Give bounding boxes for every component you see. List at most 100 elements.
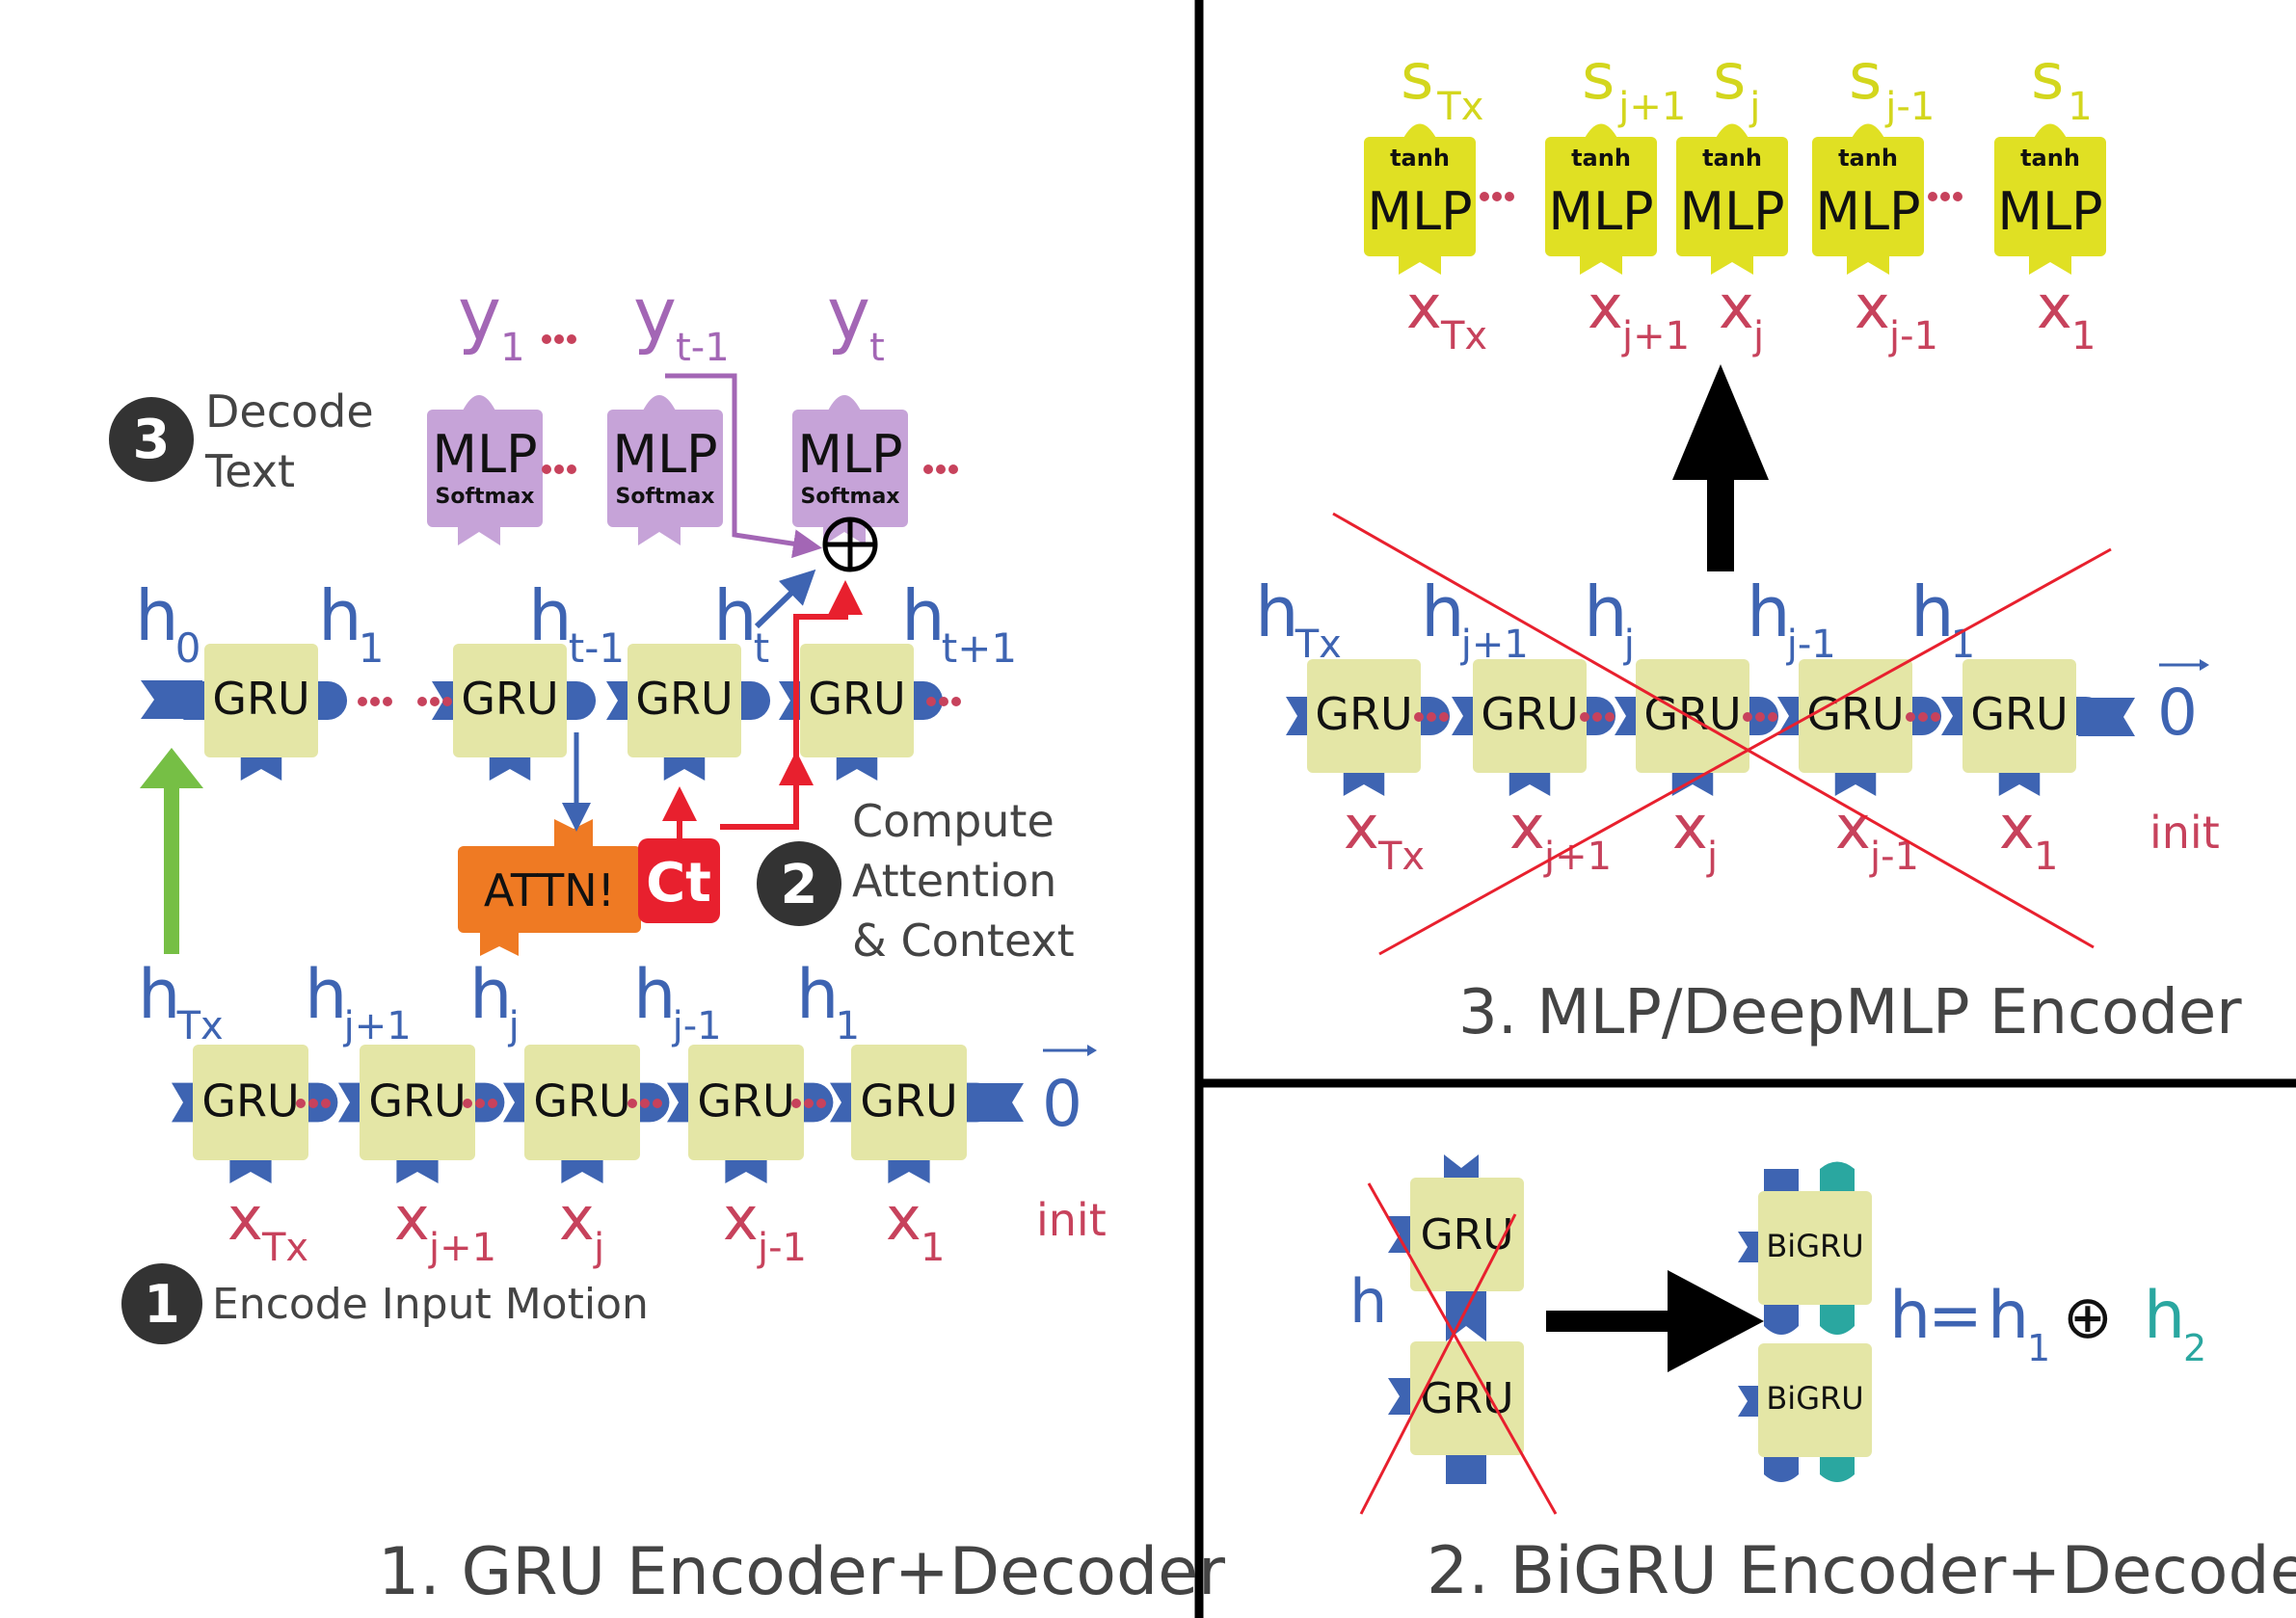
mlp-enc-x-label-1-base: x [1344,792,1379,862]
bigru-top: BiGRU [1738,1161,1872,1305]
y-label-3-base: y [827,271,870,357]
enc-x-label-1-sub: Tx [261,1226,308,1270]
s-label-1-sub: Tx [1436,85,1483,129]
s-label-2-base: s [1582,40,1615,114]
s-label-5-sub: 1 [2068,85,2092,129]
bigru-bwd-connector [1820,1305,1855,1335]
enc-x-label-5-base: x [886,1183,921,1254]
y-dots [542,334,576,344]
enc-x-label-4-base: x [723,1183,759,1254]
step-2-label-line3: & Context [852,915,1075,967]
step-1-badge [121,1263,202,1344]
mlp-enc-h-label-2: hj+1 [1421,571,1529,667]
mlp-enc-x-label-5-sub: 1 [2034,835,2058,879]
enc-gru-2-label: GRU [368,1074,466,1127]
enc-h-label-2: hj+1 [305,955,412,1048]
s-label-4-base: s [1849,40,1882,114]
mlp-enc-dots-2 [1580,712,1615,722]
attn-bottom-tab [480,933,519,956]
dec-mlp-label-2: MLP [612,424,717,485]
mlp-enc-x-label-3-base: x [1672,792,1708,862]
to-bigru-arrow [1546,1311,1681,1332]
context-to-concat-arrow [793,580,863,756]
dec-gru-3-label: GRU [635,673,733,725]
mlp-enc-gru-2-label: GRU [1481,688,1578,740]
step-3-badge [109,397,194,482]
panel-3-title: 3. MLP/DeepMLP Encoder [1458,977,2242,1048]
mlp-enc-h-label-4-sub: j-1 [1786,623,1836,667]
mlp-enc-h-label-1-sub: Tx [1295,623,1342,667]
mlp-enc-h-label-1-base: h [1255,571,1299,652]
s-label-3-sub: j [1749,85,1760,129]
cross-out-line-2 [1378,547,2112,956]
dec-softmax-label-1: Softmax [435,485,534,509]
dec-h-label-1: h1 [318,575,384,672]
mlp-enc-gru-5-label: GRU [1970,688,2068,740]
stacked-gru-top-label: GRU [1421,1210,1514,1260]
tanh-mlp-label-5: MLP [1997,181,2102,242]
eq-equals: = [1928,1278,1983,1354]
tanh-label-2: tanh [1571,145,1631,172]
mlp-enc-h-label-2-sub: j+1 [1460,623,1529,667]
dec-gru-1: GRU [183,644,348,781]
mlp-x-label-1-base: x [1406,272,1442,342]
enc-gru-3-label: GRU [533,1074,630,1127]
mlp-x-label-5-base: x [2037,272,2072,342]
mlp-enc-init-label: init [2149,807,2220,859]
enc-x-label-3-sub: j [593,1226,604,1270]
bigru-bottom: BiGRU [1738,1343,1872,1482]
mlp-x-label-3-sub: j [1752,314,1764,358]
bigru-fwd-connector [1764,1305,1799,1335]
enc-h-label-4-base: h [633,955,676,1034]
dec-gru-4: GRU [779,644,944,781]
mlp-enc-gru-5: GRU [1941,659,2106,796]
enc-h-label-4: hj-1 [633,955,722,1048]
eq-h2: h [2144,1278,2185,1354]
step-3-number: 3 [133,409,171,471]
mlp-enc-x-label-1-sub: Tx [1377,835,1425,879]
context-to-next-gru-arrow [720,751,814,830]
dec-gru-1-label: GRU [212,673,309,725]
dec-gru-3: GRU [606,644,771,781]
mlp-x-label-4-sub: j-1 [1888,314,1938,358]
context-vector-label: Ct [646,852,711,915]
enc-x-label-4-sub: j-1 [757,1226,807,1270]
dec-h-label-3-base: h [713,575,758,656]
mlp-enc-gru-4-label: GRU [1806,688,1904,740]
enc-gru-5-label: GRU [860,1074,957,1127]
enc-x-label-2-base: x [394,1183,430,1254]
stacked-cross-out-2 [1359,1213,1517,1515]
stacked-gru-bottom: GRU [1388,1341,1524,1484]
yt-1-feedback-arrow [665,373,822,559]
mlp-enc-gru-3: GRU [1615,659,1779,796]
eq-h2-sub: 2 [2183,1327,2206,1369]
mlp-enc-gru-1: GRU [1286,659,1451,796]
context-vector-block [638,838,720,923]
enc-x-label-2-sub: j+1 [428,1226,496,1270]
encoder-to-decoder-arrowhead [140,748,203,788]
mlp-x-label-1-sub: Tx [1440,314,1487,358]
mlp-x-label-2-base: x [1588,272,1623,342]
tanh-mlp-label-3: MLP [1679,181,1784,242]
dec-h-label-2-base: h [528,575,573,656]
stacked-gru-connector [1446,1291,1486,1341]
y-label-1-sub: 1 [500,326,524,370]
mlp-enc-x-label-5-base: x [1999,792,2035,862]
step-2-number: 2 [781,854,818,916]
